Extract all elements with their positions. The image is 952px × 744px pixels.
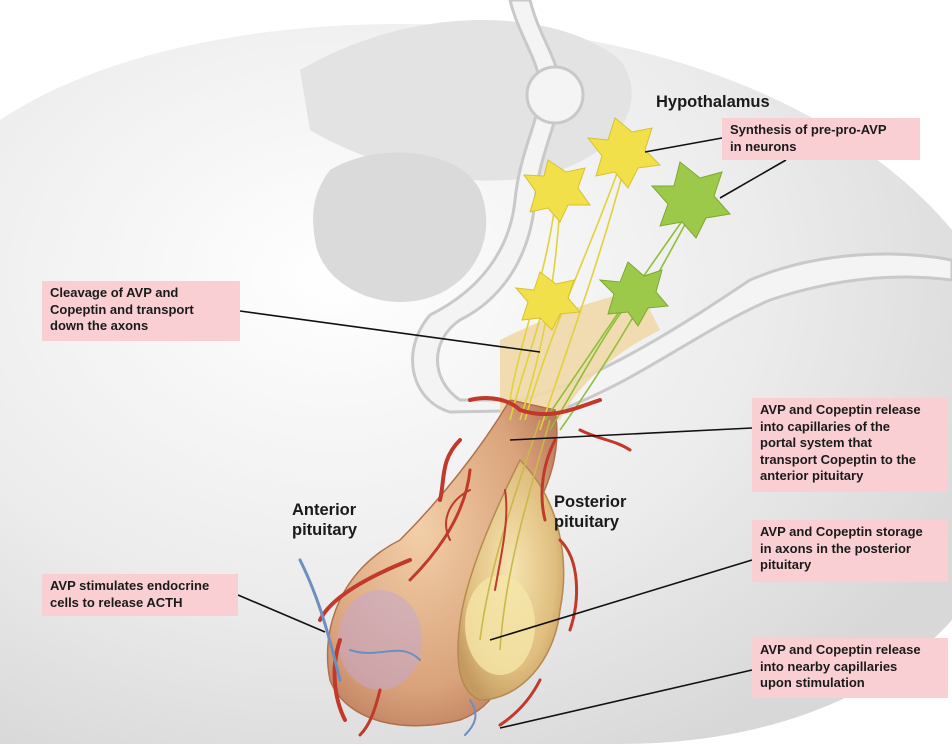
callout-cleavage: Cleavage of AVP and Copeptin and transpo… — [42, 281, 240, 341]
neuron-cell-body — [586, 117, 662, 189]
endocrine-cell-cluster — [338, 590, 422, 690]
pituitary-stalk — [500, 290, 660, 420]
posterior-pituitary-label: Posterior pituitary — [554, 493, 627, 531]
callout-synthesis: Synthesis of pre-pro-AVP in neurons — [722, 118, 920, 160]
green-neurons — [598, 161, 731, 327]
neuron-cell-body — [598, 261, 670, 327]
neuron-cell-body — [514, 271, 582, 331]
capillaries — [318, 396, 632, 737]
leader-lines — [237, 137, 787, 729]
pituitary-gland — [326, 399, 565, 727]
neuron-cell-body — [522, 159, 591, 223]
anterior-pituitary-label: Anterior pituitary — [292, 501, 358, 539]
callout-acth: AVP stimulates endocrine cells to releas… — [42, 574, 238, 616]
venous-vessels — [298, 558, 477, 736]
callout-nearby-release: AVP and Copeptin release into nearby cap… — [752, 638, 948, 698]
third-ventricle — [411, 0, 952, 414]
hypothalamus-label: Hypothalamus — [656, 93, 770, 111]
yellow-neurons — [514, 117, 662, 331]
callout-portal-release: AVP and Copeptin release into capillarie… — [752, 398, 948, 492]
axon-terminal-cluster — [465, 575, 535, 675]
neuron-cell-body — [650, 161, 731, 239]
callout-storage: AVP and Copeptin storage in axons in the… — [752, 520, 948, 582]
